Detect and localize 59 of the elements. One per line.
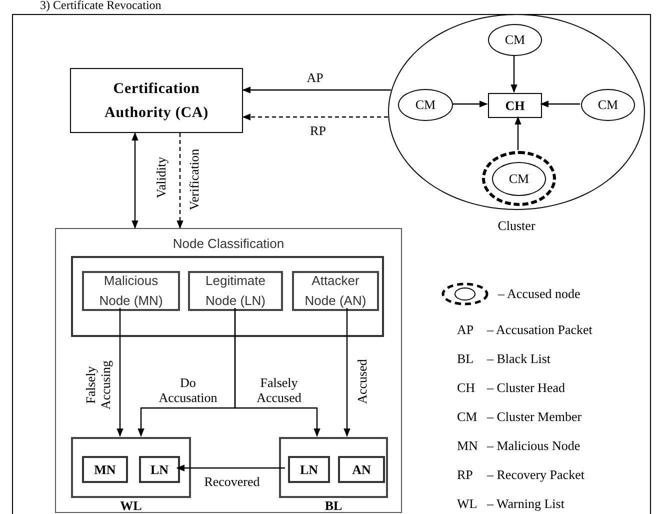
group-box xyxy=(71,256,384,337)
entry-box xyxy=(82,456,128,483)
definition: – Malicious Node xyxy=(487,437,580,455)
arrow xyxy=(176,464,285,472)
node-label: CH xyxy=(505,96,525,115)
node-label: AN xyxy=(352,460,371,479)
node-label: CM xyxy=(415,96,436,114)
class-box xyxy=(82,271,180,311)
node-label: LN xyxy=(300,460,318,479)
definition: – Accusation Packet xyxy=(487,321,592,339)
arrow xyxy=(452,100,488,108)
arrow xyxy=(510,55,518,93)
arrow xyxy=(514,116,522,150)
definition: – Cluster Head xyxy=(487,379,565,397)
classification-panel xyxy=(55,228,402,513)
node-label: MN xyxy=(94,460,116,479)
node-label: CM xyxy=(504,31,526,50)
member-ellipse xyxy=(398,89,453,121)
abbreviation: CM xyxy=(457,408,478,426)
arrow xyxy=(132,132,138,229)
member-ellipse xyxy=(581,89,635,121)
arrow xyxy=(540,100,580,108)
class-box xyxy=(292,271,379,311)
node-label: LN xyxy=(150,460,169,479)
arrow xyxy=(176,133,184,229)
abbreviation: MN xyxy=(457,437,479,455)
panel-title: Node Classification xyxy=(172,235,284,253)
node-label: Malicious Node (MN) xyxy=(98,272,164,310)
definition: – Warning List xyxy=(487,495,564,513)
head-box xyxy=(488,93,542,118)
section-heading: 3) Certificate Revocation xyxy=(40,0,162,12)
definition: – Recovery Packet xyxy=(487,466,584,484)
cluster-label: Cluster xyxy=(498,217,536,235)
entry-box xyxy=(139,456,180,483)
arrow xyxy=(242,114,388,120)
abbreviation: BL xyxy=(457,350,475,368)
legend-label: – Accused node xyxy=(498,285,580,304)
abbreviation: WL xyxy=(457,495,478,513)
entry-box xyxy=(338,456,385,483)
definition: – Black List xyxy=(487,350,551,368)
list-label: WL xyxy=(120,499,142,513)
arrow xyxy=(116,308,124,437)
node-label: CM xyxy=(508,170,530,188)
member-ellipse xyxy=(488,24,542,56)
entry-box xyxy=(288,456,330,483)
class-box xyxy=(188,271,283,311)
authority-box xyxy=(70,68,243,133)
node-label: CM xyxy=(598,96,618,114)
arrow xyxy=(234,308,320,437)
node-label: Legitimate Node (LN) xyxy=(204,272,266,310)
arrow xyxy=(344,308,350,437)
list-label: BL xyxy=(324,499,342,513)
box-label: Certification Authority (CA) xyxy=(104,80,210,122)
node-label: Attacker Node (AN) xyxy=(304,272,368,310)
definition: – Cluster Member xyxy=(487,408,582,426)
abbreviation: RP xyxy=(457,466,474,484)
arrow xyxy=(242,86,391,94)
abbreviation: CH xyxy=(457,379,476,397)
abbreviation: AP xyxy=(457,321,475,339)
